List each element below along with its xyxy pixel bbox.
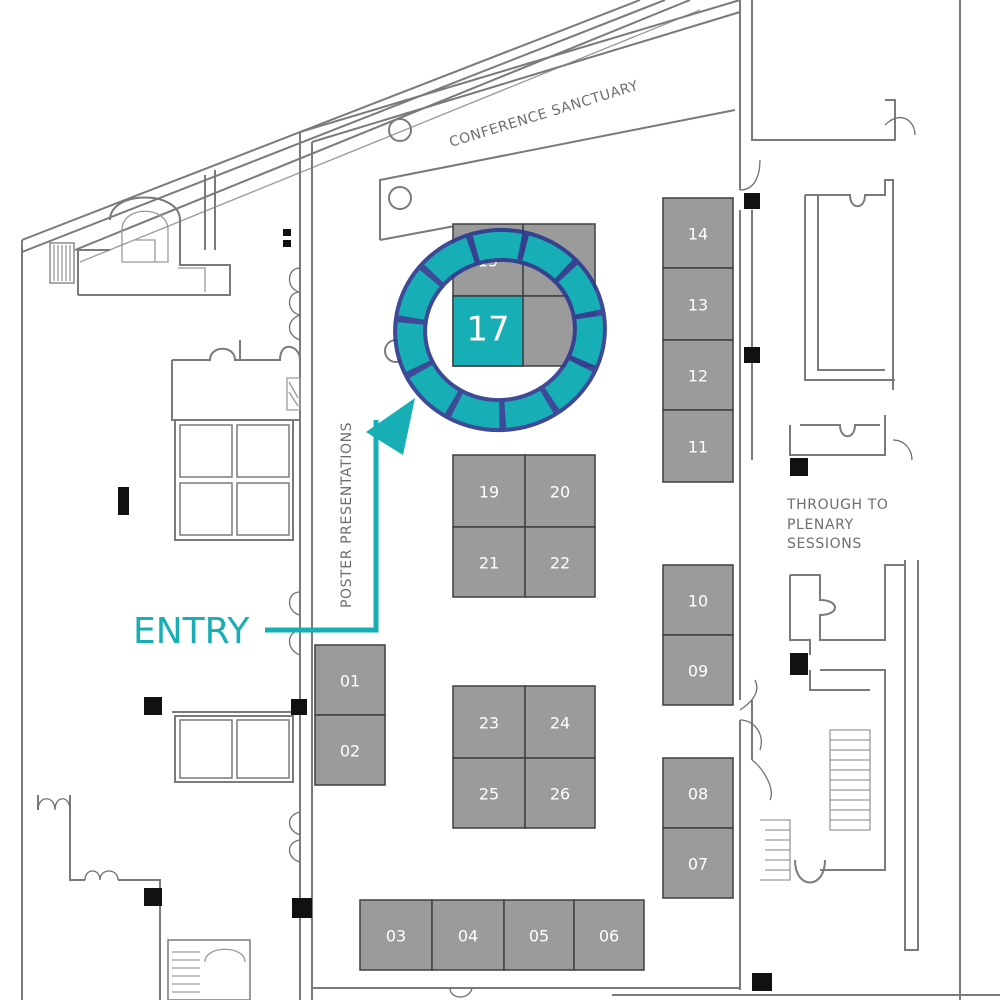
booth-02: 02 — [314, 714, 386, 786]
booth-07-rect — [662, 827, 734, 899]
pillars — [118, 193, 808, 991]
booth-19: 19 — [452, 454, 526, 528]
booth-11-rect — [662, 409, 734, 483]
booth-22-label: 22 — [550, 554, 570, 573]
booth-03-label: 03 — [386, 927, 406, 946]
booth-09-label: 09 — [688, 662, 708, 681]
booth-04: 04 — [431, 899, 505, 971]
booth-20-label: 20 — [550, 483, 570, 502]
booth-09-rect — [662, 634, 734, 706]
booth-07: 07 — [662, 827, 734, 899]
stair-core-bottom-left — [37, 795, 251, 1000]
booth-05-label: 05 — [529, 927, 549, 946]
booth-14-label: 14 — [688, 225, 708, 244]
poster-presentations-label: POSTER PRESENTATIONS — [339, 422, 355, 608]
booth-17-highlight-label: 17 — [466, 310, 509, 350]
booth-19-rect — [452, 454, 526, 528]
booth-08: 08 — [662, 757, 734, 829]
through-to-label-line2: PLENARY — [787, 517, 854, 533]
entry-route: ENTRY — [133, 398, 415, 652]
stair-core-bottom-right — [760, 669, 886, 884]
booth-20: 20 — [524, 454, 596, 528]
entry-arrow-head — [366, 398, 415, 455]
booth-14-rect — [662, 197, 734, 269]
booth-22-rect — [524, 526, 596, 598]
booth-01-label: 01 — [340, 672, 360, 691]
booth-12: 12 — [662, 339, 734, 411]
booths-layer: 1517192021222324252614131211100908070102… — [314, 197, 734, 971]
lift-bank-lower-left — [172, 711, 300, 783]
lift-bank-left — [171, 340, 301, 541]
booth-07-label: 07 — [688, 855, 708, 874]
through-to-label-line1: THROUGH TO — [786, 497, 888, 513]
booth-13-label: 13 — [688, 296, 708, 315]
booth-06-label: 06 — [599, 927, 619, 946]
through-to-label-line3: SESSIONS — [787, 536, 862, 552]
booth-08-rect — [662, 757, 734, 829]
booth-01-rect — [314, 644, 386, 716]
booth-09: 09 — [662, 634, 734, 706]
booth-03: 03 — [359, 899, 433, 971]
booth-10: 10 — [662, 564, 734, 636]
booth-10-rect — [662, 564, 734, 636]
booth-25-rect — [452, 757, 526, 829]
booth-26: 26 — [524, 757, 596, 829]
booth-14: 14 — [662, 197, 734, 269]
booth-04-rect — [431, 899, 505, 971]
stair-core-top-left — [49, 170, 231, 296]
booth-08-label: 08 — [688, 785, 708, 804]
highlight-ring: 17 — [393, 227, 607, 433]
conference-sanctuary-label: CONFERENCE SANCTUARY — [447, 78, 640, 151]
booth-21: 21 — [452, 526, 526, 598]
booth-24: 24 — [524, 685, 596, 759]
entry-route-line — [265, 420, 379, 633]
booth-11: 11 — [662, 409, 734, 483]
booth-04-label: 04 — [458, 927, 478, 946]
booth-03-rect — [359, 899, 433, 971]
booth-11-label: 11 — [688, 438, 708, 457]
booth-12-label: 12 — [688, 367, 708, 386]
booth-25: 25 — [452, 757, 526, 829]
entry-label: ENTRY — [133, 611, 250, 652]
booth-17-highlight — [452, 295, 524, 367]
booth-06: 06 — [573, 899, 645, 971]
booth-01: 01 — [314, 644, 386, 716]
booth-21-label: 21 — [479, 554, 499, 573]
booth-23: 23 — [452, 685, 526, 759]
booth-24-rect — [524, 685, 596, 759]
booth-06-rect — [573, 899, 645, 971]
rooms-right — [739, 116, 916, 801]
booth-05: 05 — [503, 899, 575, 971]
booth-02-rect — [314, 714, 386, 786]
booth-23-label: 23 — [479, 714, 499, 733]
booth-20-rect — [524, 454, 596, 528]
booth-26-rect — [524, 757, 596, 829]
booth-24-label: 24 — [550, 714, 570, 733]
booth-02-label: 02 — [340, 742, 360, 761]
booth-12-rect — [662, 339, 734, 411]
booth-13-rect — [662, 267, 734, 341]
booth-25-label: 25 — [479, 785, 499, 804]
booth-13: 13 — [662, 267, 734, 341]
booth-22: 22 — [524, 526, 596, 598]
booth-26-label: 26 — [550, 785, 570, 804]
booth-21-rect — [452, 526, 526, 598]
booth-10-label: 10 — [688, 592, 708, 611]
booth-19-label: 19 — [479, 483, 499, 502]
